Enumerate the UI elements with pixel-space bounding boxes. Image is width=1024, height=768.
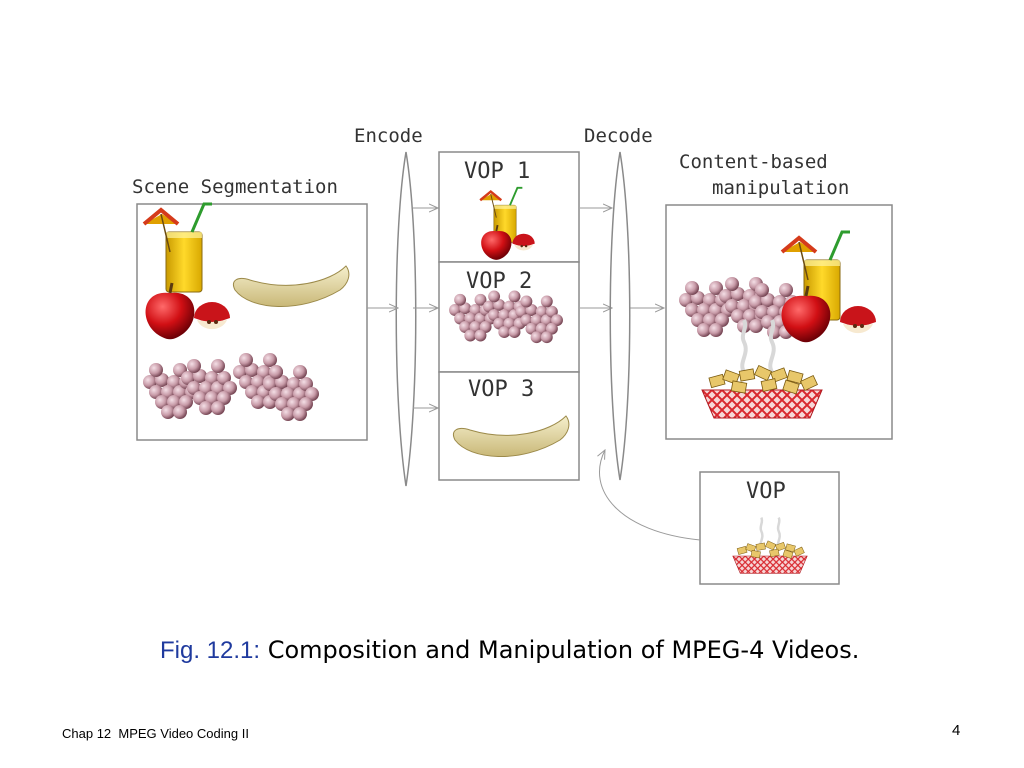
content-based-label-line2: manipulation [712,177,849,199]
decode-lens [609,151,631,481]
page-number: 4 [952,722,961,739]
figure-caption: Fig. 12.1: Composition and Manipulation … [160,636,980,665]
footer-chapter: Chap 12 MPEG Video Coding II [62,726,249,741]
encode-arrows [367,208,438,408]
encode-label: Encode [354,125,423,147]
figure-number: Fig. 12.1: [160,637,261,664]
caption-text: Composition and Manipulation of MPEG-4 V… [260,636,860,664]
manipulation-frame [665,204,893,440]
vop1-label: VOP 1 [464,159,530,184]
encode-lens [395,151,417,487]
extra-vop-box: VOP [699,471,840,585]
scene-frame [136,202,368,441]
vop3-label: VOP 3 [468,377,534,402]
extra-vop-label: VOP [746,479,786,504]
content-based-label-line1: Content-based [679,151,828,173]
vop2-label: VOP 2 [466,269,532,294]
vop1-box: VOP 1 [438,151,580,263]
vop3-box: VOP 3 [438,371,580,481]
vop2-box: VOP 2 [438,261,580,373]
scene-segmentation-label: Scene Segmentation [132,176,338,198]
insert-arrow [599,450,701,541]
decode-arrows [580,208,664,308]
decode-label: Decode [584,125,653,147]
